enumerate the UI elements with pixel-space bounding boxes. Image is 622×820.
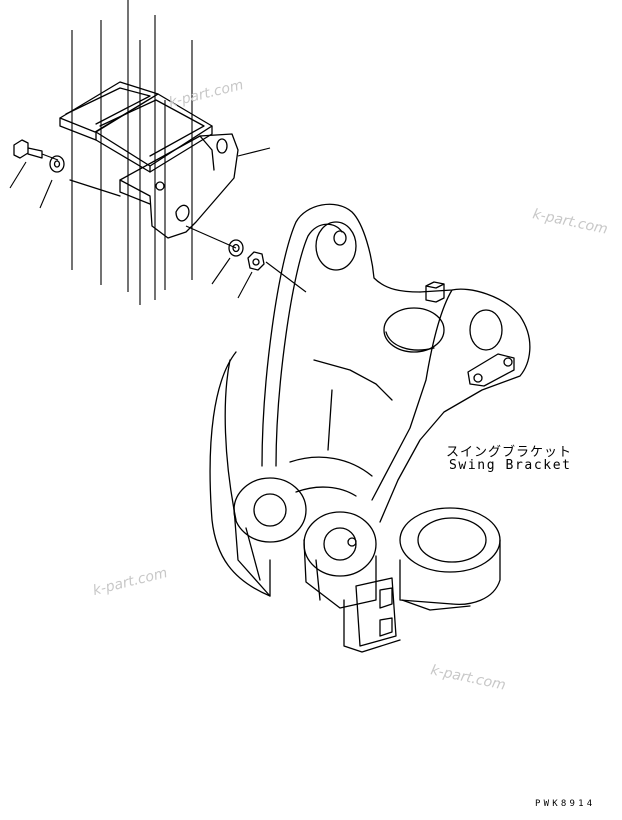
upper-bracket-assembly [59, 81, 239, 239]
washer-left [49, 155, 65, 173]
nut-right [247, 251, 265, 271]
vertical-guide-lines [71, 0, 193, 305]
washer-right [228, 239, 244, 257]
drawing-code: PWK8914 [535, 799, 596, 809]
swing-bracket-body [209, 203, 531, 653]
part-label-english: Swing Bracket [449, 458, 572, 473]
assembly-guide-line [185, 225, 237, 249]
bolt-left [13, 139, 59, 161]
callout-leaders [9, 147, 271, 299]
part-label-japanese: スイングブラケット [446, 445, 573, 460]
